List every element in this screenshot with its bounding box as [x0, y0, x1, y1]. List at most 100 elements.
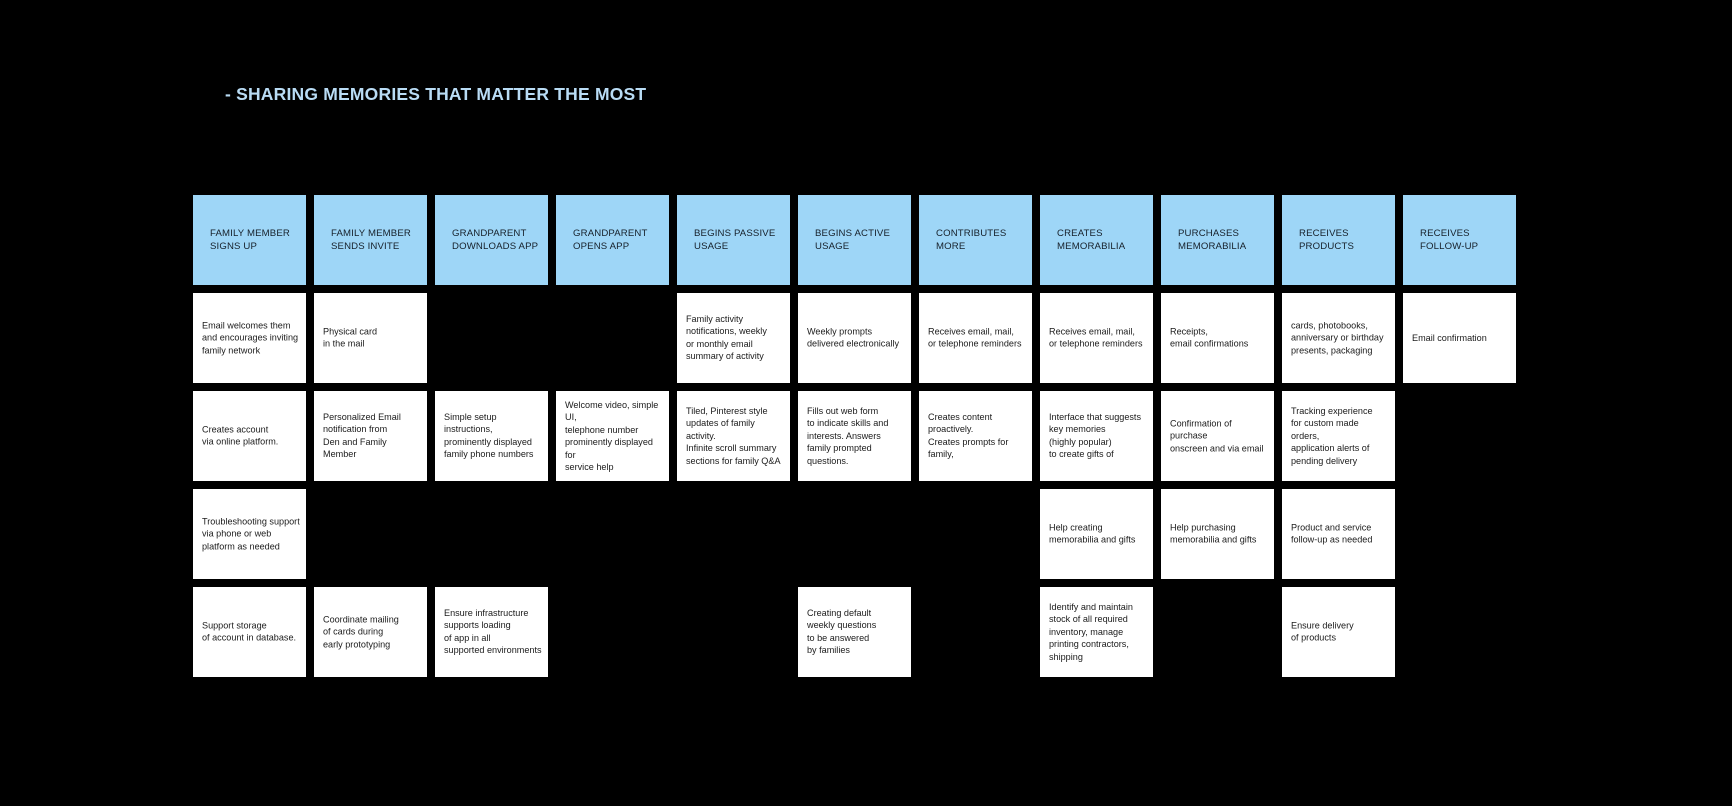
- cell-r2-c3[interactable]: Simple setup instructions, prominently d…: [435, 391, 548, 481]
- stage-header-5[interactable]: BEGINS PASSIVE USAGE: [677, 195, 790, 285]
- cell-text: Support storage of account in database.: [202, 620, 297, 643]
- cell-r3-c8[interactable]: Help creating memorabilia and gifts: [1040, 489, 1153, 579]
- cell-r1-c6[interactable]: Weekly prompts delivered electronically: [798, 293, 911, 383]
- cell-r1-c2[interactable]: Physical card in the mail: [314, 293, 427, 383]
- stage-header-label: BEGINS PASSIVE USAGE: [694, 228, 776, 252]
- cell-text: Creates content proactively. Creates pro…: [928, 412, 1009, 460]
- cell-r4-c1[interactable]: Support storage of account in database.: [193, 587, 306, 677]
- cell-r1-c3: [435, 293, 548, 383]
- stage-header-label: RECEIVES PRODUCTS: [1299, 228, 1355, 252]
- cell-r3-c6: [798, 489, 911, 579]
- stage-header-row: FAMILY MEMBER SIGNS UP FAMILY MEMBER SEND…: [193, 195, 1516, 285]
- cell-r2-c11: [1403, 391, 1516, 481]
- cell-r1-c5[interactable]: Family activity notifications, weekly or…: [677, 293, 790, 383]
- cell-text: Fills out web form to indicate skills an…: [807, 405, 889, 466]
- stage-header-1[interactable]: FAMILY MEMBER SIGNS UP: [193, 195, 306, 285]
- cell-r3-c10[interactable]: Product and service follow-up as needed: [1282, 489, 1395, 579]
- stage-header-label: CREATES MEMORABILIA: [1057, 228, 1126, 252]
- cell-r2-c7[interactable]: Creates content proactively. Creates pro…: [919, 391, 1032, 481]
- cell-text: Tracking experience for custom made orde…: [1291, 405, 1373, 466]
- cell-r4-c2[interactable]: Coordinate mailing of cards during early…: [314, 587, 427, 677]
- cell-r4-c10[interactable]: Ensure delivery of products: [1282, 587, 1395, 677]
- page-title: - SHARING MEMORIES THAT MATTER THE MOST: [225, 84, 647, 104]
- swimlane-row-3: Troubleshooting support via phone or web…: [193, 489, 1516, 579]
- cell-r4-c3[interactable]: Ensure infrastructure supports loading o…: [435, 587, 548, 677]
- stage-header-label: GRANDPARENT OPENS APP: [573, 228, 648, 252]
- cell-text: Confirmation of purchase onscreen and vi…: [1170, 418, 1264, 454]
- cell-text: Receives email, mail, or telephone remin…: [928, 326, 1022, 349]
- stage-header-label: FAMILY MEMBER SIGNS UP: [210, 228, 290, 252]
- stage-header-4[interactable]: GRANDPARENT OPENS APP: [556, 195, 669, 285]
- cell-r2-c2[interactable]: Personalized Email notification from Den…: [314, 391, 427, 481]
- cell-r2-c5[interactable]: Tiled, Pinterest style updates of family…: [677, 391, 790, 481]
- stage-header-6[interactable]: BEGINS ACTIVE USAGE: [798, 195, 911, 285]
- cell-r4-c9: [1161, 587, 1274, 677]
- cell-text: Interface that suggests key memories (hi…: [1049, 412, 1142, 460]
- cell-r4-c4: [556, 587, 669, 677]
- cell-text: Ensure infrastructure supports loading o…: [444, 608, 542, 656]
- stage-header-11[interactable]: RECEIVES FOLLOW-UP: [1403, 195, 1516, 285]
- cell-r4-c11: [1403, 587, 1516, 677]
- cell-r1-c7[interactable]: Receives email, mail, or telephone remin…: [919, 293, 1032, 383]
- stage-header-8[interactable]: CREATES MEMORABILIA: [1040, 195, 1153, 285]
- cell-r4-c8[interactable]: Identify and maintain stock of all requi…: [1040, 587, 1153, 677]
- cell-text: Weekly prompts delivered electronically: [807, 326, 899, 349]
- cell-r3-c7: [919, 489, 1032, 579]
- cell-r1-c9[interactable]: Receipts, email confirmations: [1161, 293, 1274, 383]
- swimlane-row-2: Creates account via online platform. Pers…: [193, 391, 1516, 481]
- cell-r2-c6[interactable]: Fills out web form to indicate skills an…: [798, 391, 911, 481]
- cell-r3-c3: [435, 489, 548, 579]
- cell-text: Physical card in the mail: [323, 326, 378, 349]
- cell-r4-c5: [677, 587, 790, 677]
- cell-text: Simple setup instructions, prominently d…: [444, 412, 534, 460]
- cell-text: Help purchasing memorabilia and gifts: [1170, 522, 1257, 545]
- cell-text: Coordinate mailing of cards during early…: [323, 614, 399, 650]
- stage-header-9[interactable]: PURCHASES MEMORABILIA: [1161, 195, 1274, 285]
- stage-header-label: CONTRIBUTES MORE: [936, 228, 1007, 252]
- cell-r1-c4: [556, 293, 669, 383]
- stage-header-label: PURCHASES MEMORABILIA: [1178, 228, 1247, 252]
- cell-r3-c1[interactable]: Troubleshooting support via phone or web…: [193, 489, 306, 579]
- cell-text: Receives email, mail, or telephone remin…: [1049, 326, 1143, 349]
- cell-r3-c11: [1403, 489, 1516, 579]
- stage-header-label: GRANDPARENT DOWNLOADS APP: [452, 228, 539, 252]
- cell-text: Tiled, Pinterest style updates of family…: [686, 405, 781, 466]
- cell-r3-c9[interactable]: Help purchasing memorabilia and gifts: [1161, 489, 1274, 579]
- cell-r1-c1[interactable]: Email welcomes them and encourages invit…: [193, 293, 306, 383]
- cell-r1-c10[interactable]: cards, photobooks, anniversary or birthd…: [1282, 293, 1395, 383]
- stage-header-7[interactable]: CONTRIBUTES MORE: [919, 195, 1032, 285]
- cell-text: Identify and maintain stock of all requi…: [1049, 601, 1133, 662]
- cell-text: Product and service follow-up as needed: [1291, 522, 1373, 545]
- stage-header-3[interactable]: GRANDPARENT DOWNLOADS APP: [435, 195, 548, 285]
- cell-r2-c10[interactable]: Tracking experience for custom made orde…: [1282, 391, 1395, 481]
- cell-text: Email confirmation: [1412, 332, 1487, 343]
- cell-r3-c5: [677, 489, 790, 579]
- cell-text: Ensure delivery of products: [1291, 620, 1354, 643]
- cell-r4-c6[interactable]: Creating default weekly questions to be …: [798, 587, 911, 677]
- cell-text: cards, photobooks, anniversary or birthd…: [1291, 320, 1384, 356]
- stage-header-label: FAMILY MEMBER SENDS INVITE: [331, 228, 411, 252]
- cell-r2-c8[interactable]: Interface that suggests key memories (hi…: [1040, 391, 1153, 481]
- stage-header-10[interactable]: RECEIVES PRODUCTS: [1282, 195, 1395, 285]
- cell-r2-c4[interactable]: Welcome video, simple UI, telephone numb…: [556, 391, 669, 481]
- cell-r4-c7: [919, 587, 1032, 677]
- stage-header-label: RECEIVES FOLLOW-UP: [1420, 228, 1479, 252]
- cell-r2-c9[interactable]: Confirmation of purchase onscreen and vi…: [1161, 391, 1274, 481]
- cell-text: Personalized Email notification from Den…: [323, 412, 401, 460]
- cell-text: Family activity notifications, weekly or…: [686, 314, 767, 362]
- cell-text: Receipts, email confirmations: [1170, 326, 1249, 349]
- cell-r1-c11[interactable]: Email confirmation: [1403, 293, 1516, 383]
- cell-text: Email welcomes them and encourages invit…: [202, 320, 299, 356]
- swimlane-row-4: Support storage of account in database. C…: [193, 587, 1516, 677]
- cell-text: Troubleshooting support via phone or web…: [202, 516, 300, 552]
- cell-r3-c4: [556, 489, 669, 579]
- cell-r2-c1[interactable]: Creates account via online platform.: [193, 391, 306, 481]
- cell-r1-c8[interactable]: Receives email, mail, or telephone remin…: [1040, 293, 1153, 383]
- cell-text: Creates account via online platform.: [202, 424, 279, 447]
- stage-header-2[interactable]: FAMILY MEMBER SENDS INVITE: [314, 195, 427, 285]
- swimlane-row-1: Email welcomes them and encourages invit…: [193, 293, 1516, 383]
- cell-r3-c2: [314, 489, 427, 579]
- cell-text: Welcome video, simple UI, telephone numb…: [565, 399, 659, 472]
- stage-header-label: BEGINS ACTIVE USAGE: [815, 228, 890, 252]
